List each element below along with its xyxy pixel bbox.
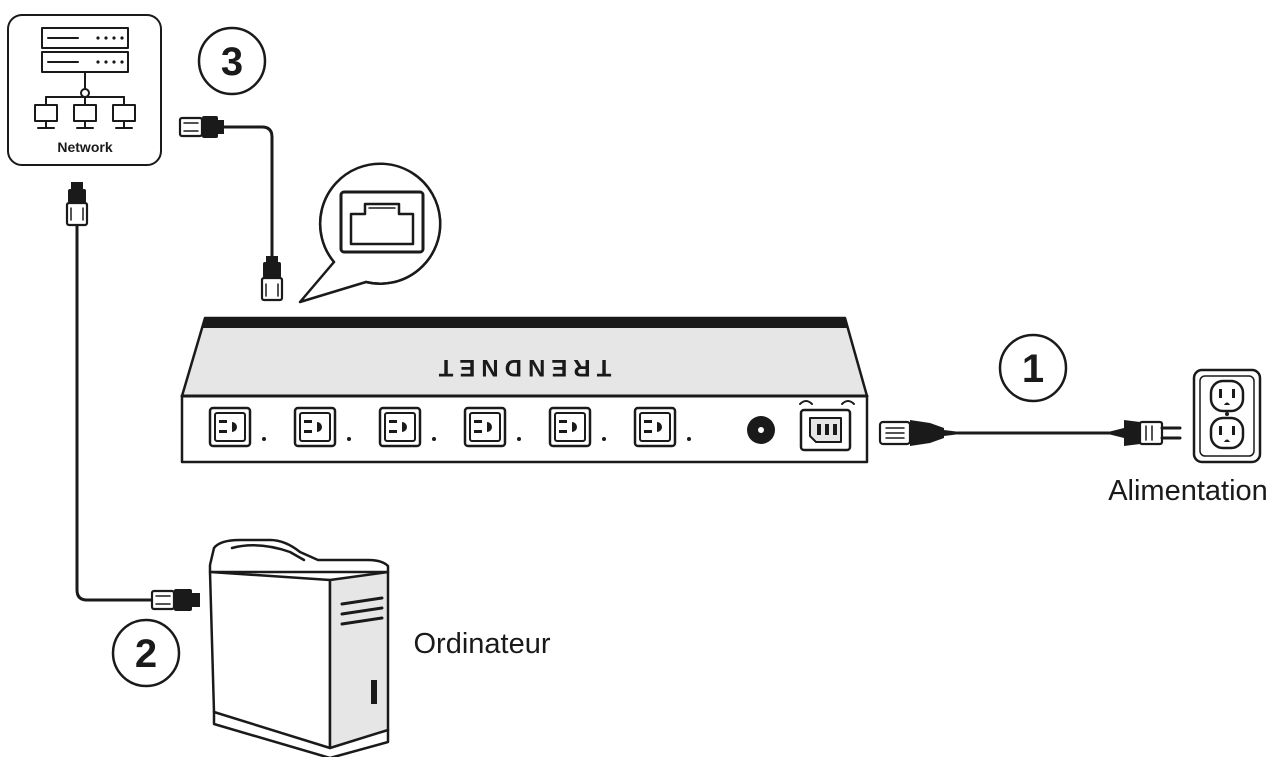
rj45-connector	[178, 116, 224, 138]
rj45-connector	[65, 182, 89, 227]
step-number: 3	[221, 40, 243, 84]
outlet-socket-icon	[463, 406, 521, 448]
outlet-socket-icon	[208, 406, 266, 448]
outlet-socket-icon	[293, 406, 351, 448]
ethernet-port-icon	[339, 190, 425, 254]
ethernet-cable-network-to-device	[178, 116, 284, 302]
step-number: 2	[135, 632, 157, 676]
ethernet-port-callout	[298, 162, 442, 304]
step-badge-2: 2	[111, 618, 181, 688]
computer-label: Ordinateur	[413, 628, 550, 660]
outlet-socket-icon	[1209, 379, 1245, 413]
outlet-socket-icon	[633, 406, 691, 448]
network-label: Network	[57, 139, 112, 155]
power-label: Alimentation	[1108, 475, 1268, 507]
power-distribution-unit: TRENDNET	[180, 316, 869, 464]
step-badge-3: 3	[197, 26, 267, 96]
monitor-icon	[73, 104, 97, 129]
computer-tower	[208, 538, 390, 760]
monitor-icon	[34, 104, 58, 129]
rj45-connector	[150, 589, 200, 611]
outlet-row	[208, 406, 691, 448]
outlet-socket-icon	[1209, 416, 1245, 450]
outlet-socket-icon	[378, 406, 436, 448]
outlet-socket-icon	[548, 406, 606, 448]
power-cable	[878, 420, 1182, 446]
ethernet-cable-network-to-computer	[65, 182, 200, 611]
step-badge-1: 1	[998, 333, 1068, 403]
server-icon	[41, 27, 129, 106]
monitor-icon	[112, 104, 136, 129]
network-node: Network	[7, 14, 162, 166]
power-inlet-icon	[799, 408, 852, 452]
rj45-connector	[260, 256, 284, 302]
brand-logo: TRENDNET	[433, 354, 612, 381]
iec-plug-icon	[878, 420, 960, 446]
fuse-knob-icon	[747, 416, 775, 444]
wall-outlet	[1192, 368, 1262, 464]
step-number: 1	[1022, 347, 1044, 391]
wall-plug-icon	[1108, 420, 1182, 446]
